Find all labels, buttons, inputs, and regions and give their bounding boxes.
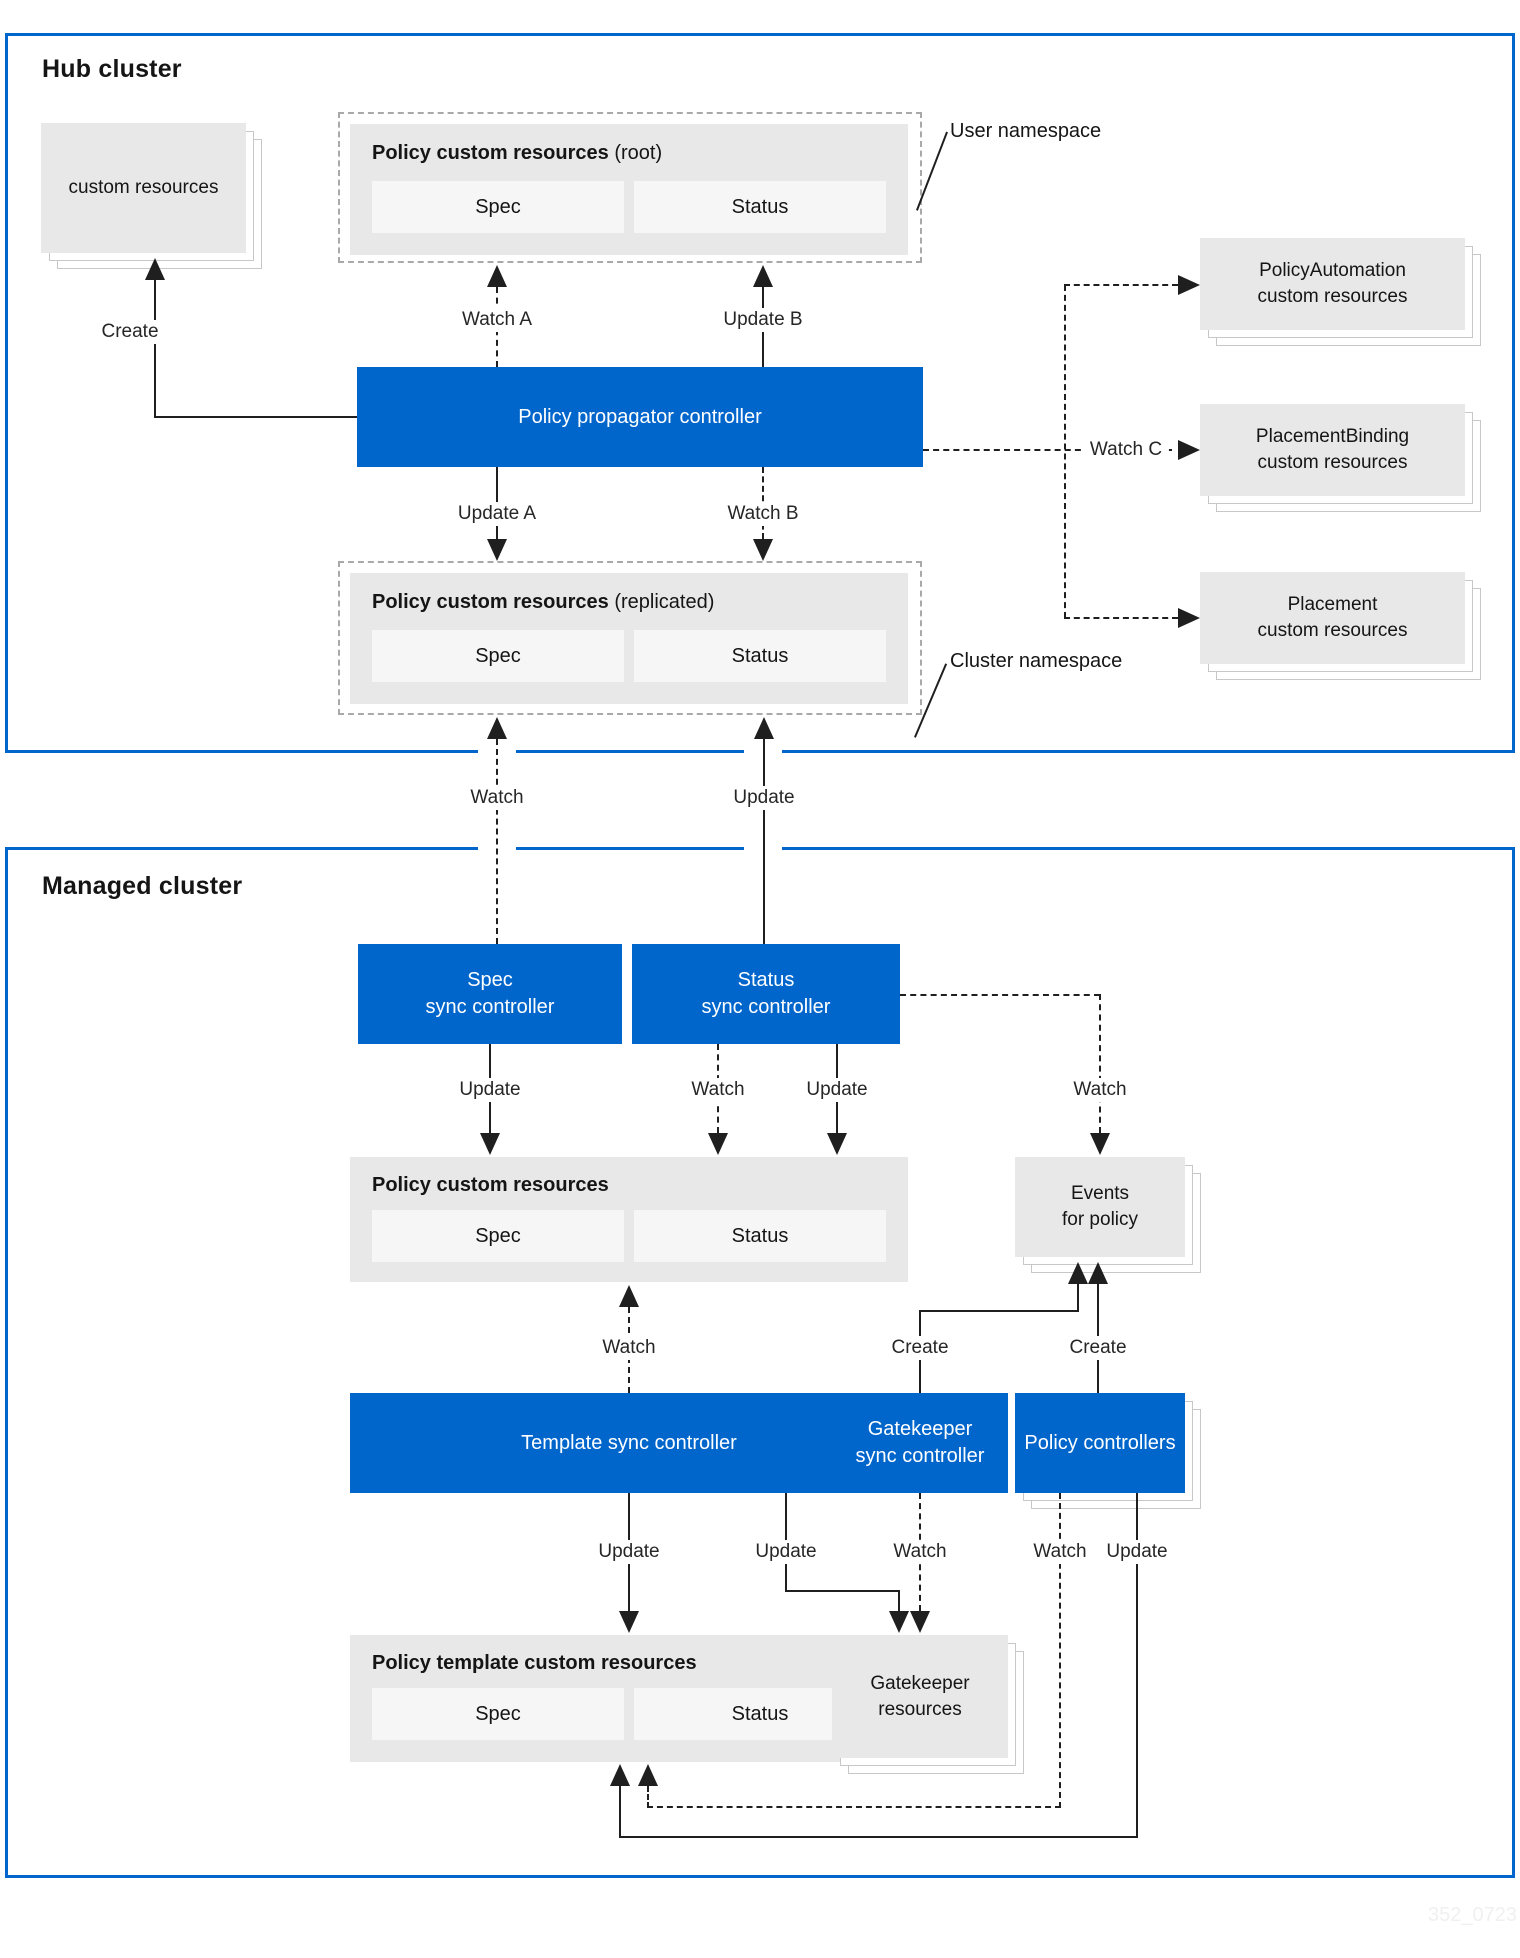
template-update-left-label: Update [591, 1540, 667, 1564]
update-a-label: Update A [450, 502, 544, 526]
arrowhead [1088, 1262, 1108, 1284]
bridge-watch-label: Watch [463, 786, 531, 810]
status-watch-label: Watch [684, 1078, 752, 1102]
arrowhead [1090, 1133, 1110, 1155]
spec-sync-controller: Spec sync controller [358, 944, 622, 1044]
gatekeeper-create-line [1077, 1282, 1079, 1312]
template-watch-label: Watch [595, 1336, 663, 1360]
arrowhead [610, 1764, 630, 1786]
arrowhead [487, 265, 507, 287]
managed-policy-status-cell: Status [634, 1210, 886, 1262]
arrowhead [638, 1764, 658, 1786]
policy-root-title: Policy custom resources (root) [372, 142, 662, 165]
controllers-update-line [1136, 1493, 1138, 1838]
arrowhead [754, 717, 774, 739]
arrowhead [487, 717, 507, 739]
managed-policy-title: Policy custom resources [372, 1174, 609, 1197]
policy-replicated-title-main: Policy custom resources [372, 591, 609, 613]
arrowhead [1178, 275, 1200, 295]
controllers-create-label: Create [1062, 1336, 1134, 1360]
arrowhead [753, 539, 773, 561]
policy-root-spec-cell: Spec [372, 181, 624, 233]
template-update-right-label: Update [748, 1540, 824, 1564]
user-namespace-label: User namespace [950, 120, 1102, 142]
policy-root-status-cell: Status [634, 181, 886, 233]
events-watch-label: Watch [1066, 1078, 1134, 1102]
placement-box: Placement custom resources [1200, 572, 1465, 664]
watch-c-branch-line [1064, 284, 1178, 286]
policy-replicated-status-cell: Status [634, 630, 886, 682]
arrowhead [753, 265, 773, 287]
controllers-update-line [619, 1786, 621, 1838]
controllers-watch-line [647, 1786, 649, 1808]
hub-cluster-title: Hub cluster [42, 55, 182, 83]
policy-automation-box: PolicyAutomation custom resources [1200, 238, 1465, 330]
gatekeeper-resources-box: Gatekeeper resources [832, 1635, 1008, 1758]
bridge-update-label: Update [726, 786, 802, 810]
template-update-right-line [785, 1590, 900, 1592]
status-sync-controller: Status sync controller [632, 944, 900, 1044]
controllers-update-label: Update [1099, 1540, 1175, 1564]
template-update-right-line [898, 1590, 900, 1611]
policy-replicated-title: Policy custom resources (replicated) [372, 591, 714, 614]
controllers-watch-label: Watch [1026, 1540, 1094, 1564]
managed-policy-title-main: Policy custom resources [372, 1174, 609, 1196]
bridge-watch-line [496, 739, 498, 944]
controllers-update-line [619, 1836, 1138, 1838]
events-for-policy-box: Events for policy [1015, 1157, 1185, 1257]
controllers-watch-line [1059, 1493, 1061, 1808]
watch-c-branch-line [1064, 617, 1178, 619]
gatekeeper-sync-controller: Gatekeeper sync controller [832, 1393, 1008, 1493]
events-watch-line [900, 994, 1100, 996]
watch-b-label: Watch B [720, 502, 806, 526]
policy-template-title-main: Policy template custom resources [372, 1652, 697, 1674]
arrowhead [619, 1285, 639, 1307]
controllers-watch-line [647, 1806, 1061, 1808]
policy-replicated-title-qualifier: (replicated) [608, 591, 715, 613]
gatekeeper-watch-label: Watch [886, 1540, 954, 1564]
policy-template-spec-cell: Spec [372, 1688, 624, 1740]
template-sync-controller: Template sync controller [350, 1393, 908, 1493]
policy-propagator-controller: Policy propagator controller [357, 367, 923, 467]
arrowhead [480, 1133, 500, 1155]
policy-template-title: Policy template custom resources [372, 1652, 697, 1675]
policy-root-title-main: Policy custom resources [372, 142, 609, 164]
watch-c-label: Watch C [1082, 438, 1170, 462]
policy-replicated-spec-cell: Spec [372, 630, 624, 682]
update-b-label: Update B [716, 308, 810, 332]
gatekeeper-create-line [919, 1310, 1079, 1312]
arrowhead [827, 1133, 847, 1155]
policy-root-title-qualifier: (root) [608, 142, 663, 164]
arrowhead [1068, 1262, 1088, 1284]
watch-a-label: Watch A [454, 308, 540, 332]
create-line [154, 416, 357, 418]
managed-policy-spec-cell: Spec [372, 1210, 624, 1262]
create-line [154, 280, 156, 417]
watermark-text: 352_0723 [1428, 1904, 1517, 1926]
watch-c-line [923, 449, 1172, 451]
events-watch-line [1099, 994, 1101, 1133]
arrowhead [145, 258, 165, 280]
spec-update-label: Update [452, 1078, 528, 1102]
placement-binding-box: PlacementBinding custom resources [1200, 404, 1465, 496]
custom-resources-box: custom resources [41, 123, 246, 253]
create-label: Create [94, 320, 166, 344]
bridge-update-line [763, 739, 765, 944]
arrowhead [1178, 440, 1200, 460]
arrowhead [1178, 608, 1200, 628]
watch-c-branch-line [1064, 285, 1066, 618]
cluster-namespace-label: Cluster namespace [950, 650, 1123, 672]
arrowhead [889, 1611, 909, 1633]
status-update-label: Update [799, 1078, 875, 1102]
arrowhead [708, 1133, 728, 1155]
arrowhead [910, 1611, 930, 1633]
arrowhead [487, 539, 507, 561]
managed-cluster-title: Managed cluster [42, 872, 243, 900]
arrowhead [619, 1611, 639, 1633]
gatekeeper-create-label: Create [884, 1336, 956, 1360]
policy-controllers-box: Policy controllers [1015, 1393, 1185, 1493]
